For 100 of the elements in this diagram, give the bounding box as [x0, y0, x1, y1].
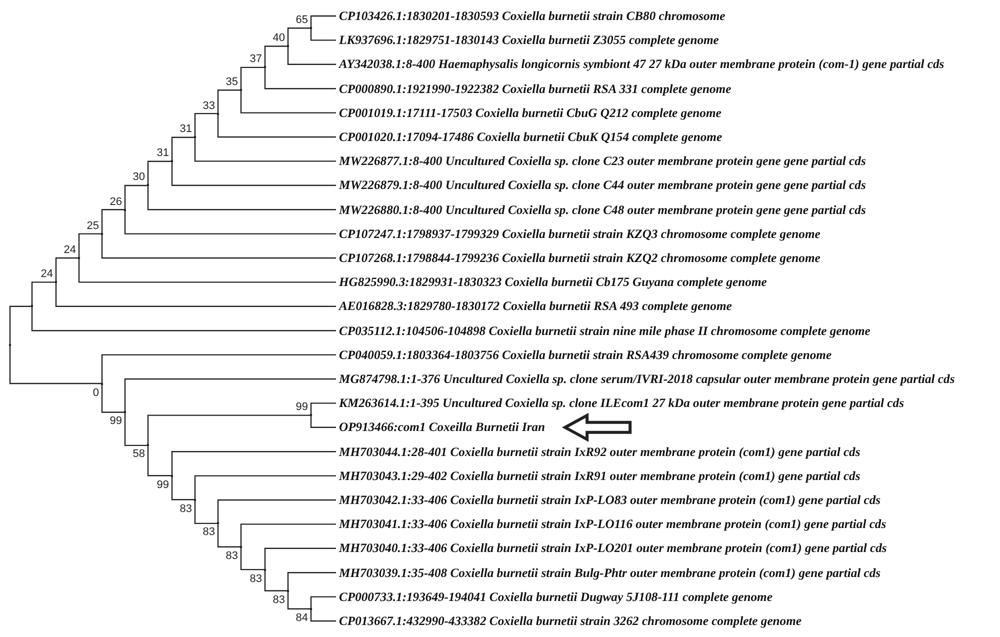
bootstrap-value: 35 [224, 76, 238, 88]
taxon-label: CP035112.1:104506-104898 Coxiella burnetii strain nine mile phase II chromosome complete genome [336, 322, 870, 339]
taxon-label: MW226879.1:8-400 Uncultured Coxiella sp. clone C44 outer membrane protein gene gene partial cds [336, 177, 866, 194]
tree-branch [310, 28, 336, 41]
tree-branch [124, 210, 336, 234]
tree-branch [124, 378, 336, 412]
bootstrap-value: 99 [294, 401, 308, 414]
bootstrap-value: 31 [156, 147, 169, 160]
taxon-label: MH703042.1:33-406 Coxiella burnetii strain IxP-LO83 outer membrane protein (com1) gene partial cds [336, 492, 881, 508]
taxon-label: CP013667.1:432990-433382 Coxiella burnetii strain 3262 chromosome complete genome [336, 613, 802, 629]
bootstrap-value: 83 [248, 572, 262, 585]
tree-branch [287, 572, 336, 591]
bootstrap-value: 0 [92, 386, 99, 398]
taxon-label: AE016828.3:1829780-1830172 Coxiella burnetii RSA 493 complete genome [336, 298, 732, 314]
tree-branch [287, 46, 336, 65]
bootstrap-value: 84 [294, 612, 308, 624]
bootstrap-value: 24 [62, 244, 76, 256]
bootstrap-value: 83 [178, 502, 192, 515]
tree-branch [101, 354, 336, 384]
taxon-label: CP107268.1:1798844-1799236 Coxiella burnetii strain KZQ2 chromosome complete genome [336, 250, 820, 266]
taxon-label: MH703043.1:29-402 Coxiella burnetii strain IxR91 outer membrane protein (com1) gene partial cds [336, 468, 860, 484]
tree-branch [124, 184, 148, 210]
tree-branch [287, 28, 311, 46]
taxon-label: MG874798.1:1-376 Uncultured Coxiella sp. clone serum/IVRI-2018 capsular outer membrane protein gene partial cds [336, 371, 955, 387]
tree-branch [31, 282, 56, 306]
bootstrap-value: 40 [272, 32, 285, 44]
bootstrap-value: 33 [202, 100, 215, 112]
tree-branch [240, 524, 336, 547]
taxon-label: CP107247.1:1798937-1799329 Coxiella burnetii strain KZQ3 chromosome complete genome [336, 226, 820, 242]
tree-branch [194, 137, 336, 162]
tree-branch [310, 402, 336, 416]
bootstrap-value: 25 [86, 220, 99, 232]
taxon-label: AY342038.1:8-400 Haemaphysalis longicornis symbiont 47 27 kDa outer membrane protein (com-1) gene partial cds [336, 56, 944, 72]
tree-branch [9, 344, 102, 384]
tree-branch [147, 414, 311, 446]
tree-branch [217, 114, 336, 138]
tree-branch [124, 412, 148, 446]
tree-branch [264, 46, 288, 68]
tree-branch [264, 548, 336, 570]
taxon-label: OP913466:com1 Coxeilla Burnetii Iran [336, 419, 546, 436]
taxon-label: CP001019.1:17111-17503 Coxiella burnetii CbuG Q212 complete genome [336, 104, 722, 121]
tree-branch [101, 234, 336, 259]
tree-branch [217, 523, 241, 548]
tree-branch [264, 67, 336, 90]
tree-branch [171, 136, 195, 162]
taxon-label: CP040059.1:1803364-1803756 Coxiella burnetii strain RSA439 chromosome complete genome [336, 346, 832, 363]
tree-branch [194, 475, 336, 500]
bootstrap-value: 99 [108, 415, 122, 428]
tree-branch [9, 306, 32, 345]
tree-branch [171, 476, 195, 500]
taxon-label: CP103426.1:1830201-1830593 Coxiella burnetii strain CB80 chromosome [336, 8, 726, 24]
taxon-label: CP001020.1:17094-17486 Coxiella burnetii CbuK Q154 complete genome [336, 129, 722, 145]
tree-branch [31, 306, 336, 332]
tree-branch [147, 186, 336, 210]
tree-branch [310, 596, 336, 609]
bootstrap-value: 58 [132, 448, 145, 460]
tree-branch [147, 160, 172, 186]
tree-branch [217, 499, 336, 524]
tree-branch [240, 546, 265, 570]
tree-branch [194, 500, 218, 524]
tree-branch [171, 161, 336, 186]
bootstrap-value: 65 [294, 14, 308, 26]
tree-branch [310, 415, 336, 428]
tree-branch [240, 66, 265, 90]
taxon-label: CP000890.1:1921990-1922382 Coxiella burnetii RSA 331 complete genome [336, 80, 732, 97]
pointer-arrow [562, 412, 632, 442]
bootstrap-value: 83 [224, 550, 238, 562]
bootstrap-value: 99 [156, 478, 169, 491]
taxon-label: MH703039.1:35-408 Coxiella burnetii strain Bulg-Phtr outer membrane protein (com1) gene partial cds [336, 564, 881, 581]
bootstrap-value: 31 [178, 123, 192, 136]
taxon-label: KM263614.1:1-395 Uncultured Coxiella sp. clone ILEcom1 27 kDa outer membrane protein gene partial cds [336, 395, 904, 412]
tree-branch [287, 590, 311, 610]
taxon-label: LK937696.1:1829751-1830143 Coxiella burnetii Z3055 complete genome [336, 32, 719, 48]
taxon-label: CP000733.1:193649-194041 Coxiella burnetii Dugway 5J108-111 complete genome [336, 588, 772, 605]
tree-branch [55, 282, 336, 307]
tree-branch [78, 233, 102, 258]
taxon-label: HG825990.3:1829931-1830323 Coxiella burnetii Cb175 Guyana complete genome [336, 274, 767, 290]
tree-branch [194, 112, 218, 138]
taxon-label: MH703041.1:33-406 Coxiella burnetii strain IxP-LO116 outer membrane protein (com1) gene partial cds [336, 516, 886, 532]
bootstrap-value: 24 [40, 268, 53, 280]
tree-branch [217, 90, 241, 114]
bootstrap-value: 26 [108, 196, 122, 208]
tree-branch [55, 257, 79, 282]
taxon-label: MH703040.1:33-406 Coxiella burnetii strain IxP-LO201 outer membrane protein (com1) gene partial cds [336, 540, 887, 556]
tree-branch [101, 384, 125, 413]
bootstrap-value: 30 [132, 171, 145, 184]
tree-branch [264, 570, 288, 592]
tree-branch [240, 90, 336, 114]
bootstrap-value: 83 [272, 594, 285, 606]
tree-branch [310, 15, 336, 28]
taxon-label: MW226877.1:8-400 Uncultured Coxiella sp. clone C23 outer membrane protein gene gene partial cds [336, 153, 866, 170]
tree-branch [78, 258, 336, 283]
taxon-label: MH703044.1:28-401 Coxiella burnetii strain IxR92 outer membrane protein (com1) gene partial cds [336, 444, 860, 460]
tree-branch [101, 209, 125, 234]
tree-branch [147, 445, 172, 476]
bootstrap-value: 37 [248, 53, 262, 66]
bootstrap-value: 83 [202, 526, 215, 538]
tree-branch [310, 608, 336, 622]
taxon-label: MW226880.1:8-400 Uncultured Coxiella sp. clone C48 outer membrane protein gene gene partial cds [336, 202, 866, 218]
tree-branch [171, 451, 336, 476]
